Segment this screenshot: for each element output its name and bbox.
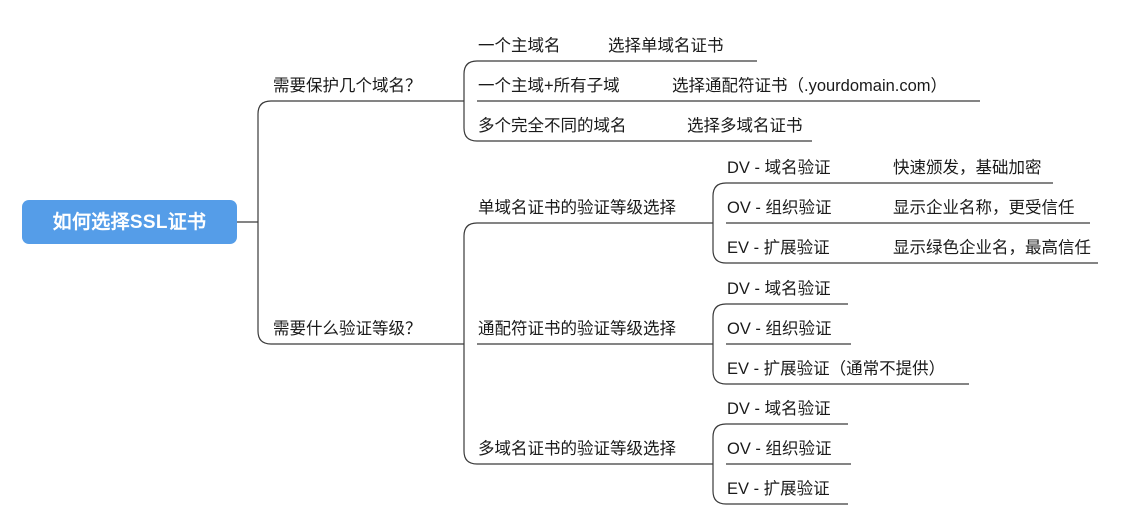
node-gA-dv[interactable]: DV - 域名验证 bbox=[727, 159, 831, 177]
node-wildcard-domain[interactable]: 一个主域+所有子域 bbox=[478, 77, 620, 95]
node-gB-dv[interactable]: DV - 域名验证 bbox=[727, 280, 831, 298]
connector-groupB-subspine bbox=[712, 303, 727, 385]
connector-level1-spine bbox=[257, 100, 272, 345]
node-wildcard-domain-detail[interactable]: 选择通配符证书（.yourdomain.com） bbox=[672, 77, 948, 95]
connector-groupA-subspine bbox=[712, 182, 727, 264]
branch-node-validation-level[interactable]: 需要什么验证等级？ bbox=[273, 320, 422, 338]
node-gB-ev[interactable]: EV - 扩展验证（通常不提供） bbox=[727, 360, 946, 378]
node-gB-ov[interactable]: OV - 组织验证 bbox=[727, 320, 832, 338]
connector-branch2-subspine bbox=[463, 222, 478, 465]
group-node-single-domain-validation[interactable]: 单域名证书的验证等级选择 bbox=[478, 199, 676, 217]
node-gA-ev[interactable]: EV - 扩展验证 bbox=[727, 239, 830, 257]
node-gC-ov[interactable]: OV - 组织验证 bbox=[727, 440, 832, 458]
node-multi-domain[interactable]: 多个完全不同的域名 bbox=[478, 117, 627, 135]
root-node[interactable]: 如何选择SSL证书 bbox=[22, 200, 237, 244]
node-gA-ov[interactable]: OV - 组织验证 bbox=[727, 199, 832, 217]
node-single-domain[interactable]: 一个主域名 bbox=[478, 37, 561, 55]
branch-node-domain-count[interactable]: 需要保护几个域名？ bbox=[273, 77, 422, 95]
group-node-wildcard-validation[interactable]: 通配符证书的验证等级选择 bbox=[478, 320, 676, 338]
node-gA-ev-detail[interactable]: 显示绿色企业名，最高信任 bbox=[893, 239, 1091, 257]
group-node-multi-domain-validation[interactable]: 多域名证书的验证等级选择 bbox=[478, 440, 676, 458]
node-multi-domain-detail[interactable]: 选择多域名证书 bbox=[687, 117, 803, 135]
node-gA-dv-detail[interactable]: 快速颁发，基础加密 bbox=[893, 159, 1042, 177]
node-gC-ev[interactable]: EV - 扩展验证 bbox=[727, 480, 830, 498]
connector-groupC-subspine bbox=[712, 423, 727, 505]
connector-branch1-subspine bbox=[463, 60, 478, 142]
node-single-domain-detail[interactable]: 选择单域名证书 bbox=[608, 37, 724, 55]
node-gC-dv[interactable]: DV - 域名验证 bbox=[727, 400, 831, 418]
node-gA-ov-detail[interactable]: 显示企业名称，更受信任 bbox=[893, 199, 1075, 217]
